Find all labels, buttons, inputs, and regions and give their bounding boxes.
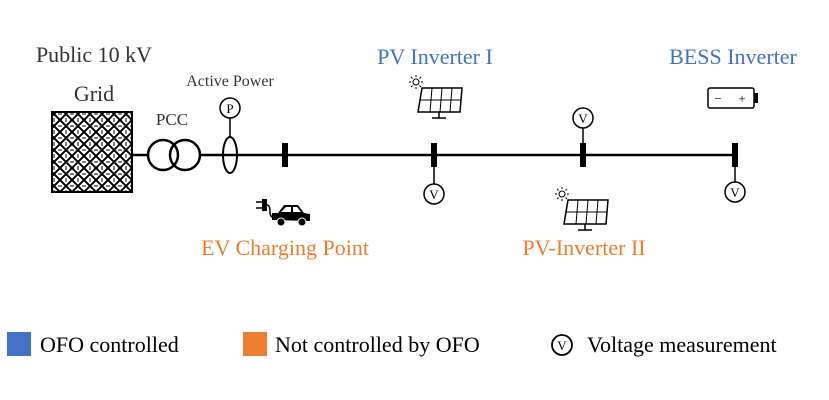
legend-label-voltage-measurement: Voltage measurement bbox=[587, 332, 777, 357]
legend-voltage-symbol: V bbox=[557, 338, 567, 353]
battery-icon: − + bbox=[707, 87, 758, 109]
pv-inverter-1-label: PV Inverter I bbox=[377, 44, 493, 69]
voltage-meter-node-4: V bbox=[724, 167, 746, 203]
current-transformer-icon bbox=[222, 136, 238, 174]
bus-node-4 bbox=[732, 143, 738, 167]
power-meter: P bbox=[219, 97, 241, 138]
legend-swatch-ofo-controlled bbox=[7, 332, 31, 356]
legend-label-not-controlled: Not controlled by OFO bbox=[275, 332, 480, 357]
pv-inverter-2-label: PV-Inverter II bbox=[522, 235, 645, 260]
battery-plus-symbol: + bbox=[738, 91, 745, 106]
transformer-icon bbox=[146, 138, 202, 172]
ev-charging-point-label: EV Charging Point bbox=[201, 235, 369, 260]
electric-car-icon bbox=[256, 199, 310, 227]
legend-swatch-not-controlled bbox=[243, 332, 267, 356]
battery-minus-symbol: − bbox=[714, 91, 721, 106]
voltage-meter-symbol: V bbox=[578, 111, 588, 126]
voltage-meter-symbol: V bbox=[429, 187, 439, 202]
legend-voltage-icon bbox=[551, 334, 573, 356]
pcc-label: PCC bbox=[156, 110, 188, 129]
bus-node-2 bbox=[431, 143, 437, 167]
legend-label-ofo-controlled: OFO controlled bbox=[40, 332, 179, 357]
grid-label-line1: Public 10 kV bbox=[36, 42, 152, 67]
legend: OFO controlled Not controlled by OFO V V… bbox=[7, 332, 777, 357]
bus-node-3 bbox=[580, 143, 586, 167]
voltage-meter-symbol: V bbox=[730, 185, 740, 200]
bess-inverter-label: BESS Inverter bbox=[669, 44, 797, 69]
power-meter-symbol: P bbox=[226, 101, 233, 116]
voltage-meter-node-2: V bbox=[423, 167, 445, 205]
solar-panel-icon bbox=[409, 75, 463, 119]
active-power-label: Active Power bbox=[186, 73, 274, 90]
voltage-meter-node-3: V bbox=[572, 107, 594, 143]
solar-panel-icon bbox=[555, 187, 609, 231]
grid-icon bbox=[51, 111, 133, 193]
bus-node-1 bbox=[282, 143, 288, 167]
grid-label-line2: Grid bbox=[74, 81, 114, 106]
